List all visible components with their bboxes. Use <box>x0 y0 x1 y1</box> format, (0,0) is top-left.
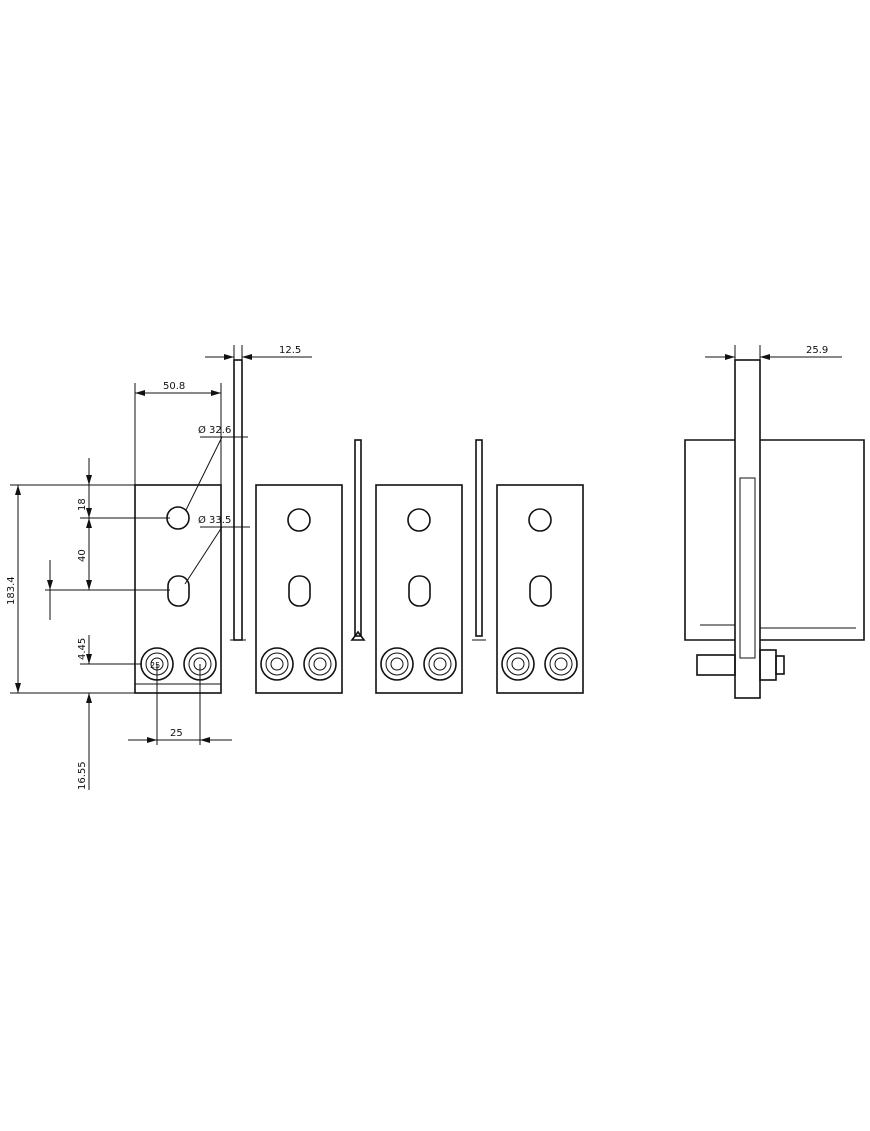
plate-4 <box>496 484 584 694</box>
dim-bar-thickness: 12.5 <box>205 345 312 360</box>
dim-hole-dia-2-label: Ø 33.5 <box>198 514 231 526</box>
bar-2 <box>350 439 366 641</box>
lower-slot-hole <box>167 575 190 607</box>
dim-hole-dia-1: Ø 32.6 <box>185 424 248 511</box>
dim-hole-dia-2: Ø 33.5 <box>184 514 250 585</box>
dim-terminal-spacing-label: 25 <box>170 728 183 739</box>
bar-3 <box>472 439 486 641</box>
dim-plate-width-label: 50.8 <box>163 381 185 392</box>
dim-side-thickness-label: 25.9 <box>806 345 828 356</box>
dim-side-thickness: 25.9 <box>705 345 842 360</box>
dim-hole-dia-1-label: Ø 32.6 <box>198 424 231 436</box>
dim-hole-offset-top: 18 <box>77 458 170 519</box>
dim-bottom-offset-label: 16.55 <box>77 761 88 790</box>
dim-terminal-spacing: 25 <box>128 664 232 745</box>
terminal-label: 25 <box>150 661 160 670</box>
dim-overall-height: 183.4 <box>6 484 135 694</box>
dim-terminal-offset: 4.45 <box>77 635 142 665</box>
dim-terminal-offset-label: 4.45 <box>77 638 88 660</box>
side-view <box>684 359 865 699</box>
dim-hole-spacing-label: 40 <box>77 549 88 562</box>
dim-overall-height-label: 183.4 <box>6 576 17 605</box>
plate-3 <box>375 484 463 694</box>
dim-bar-thickness-label: 12.5 <box>279 345 301 356</box>
bar-1 <box>230 359 246 641</box>
plate-2 <box>255 484 343 694</box>
upper-hole <box>166 506 190 530</box>
dim-hole-spacing: 40 <box>77 518 92 590</box>
dim-hole-offset-top-label: 18 <box>77 498 88 511</box>
dim-bottom-offset: 16.55 <box>77 693 92 790</box>
dim-plate-width: 50.8 <box>134 381 222 485</box>
